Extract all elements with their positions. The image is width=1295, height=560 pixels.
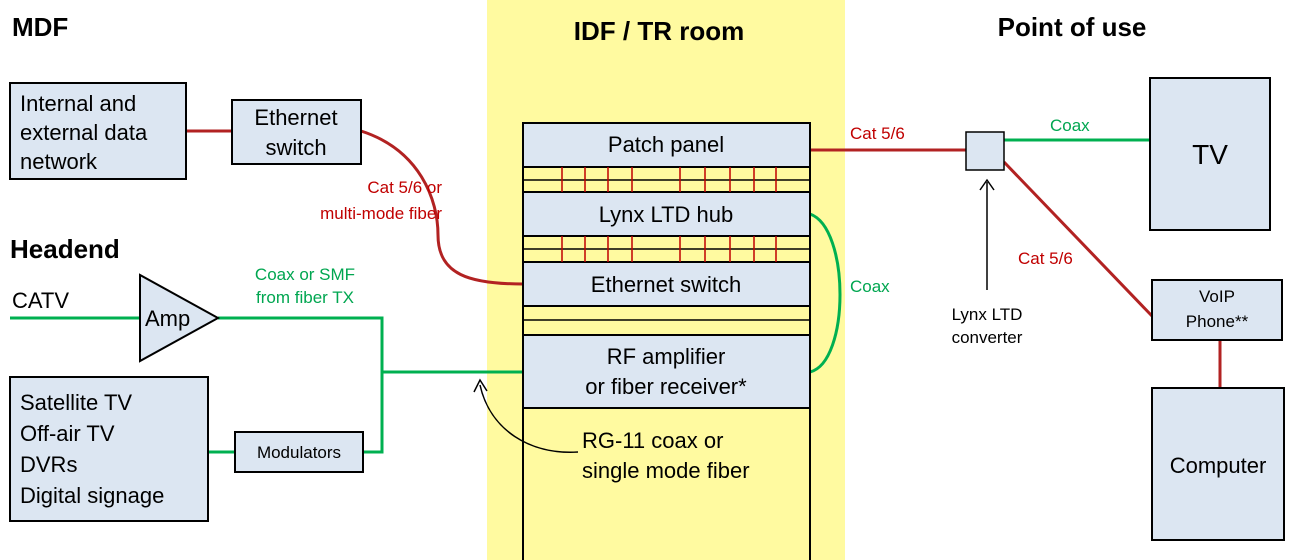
patch-panel-box xyxy=(522,122,811,168)
rf-amplifier-line-2: or fiber receiver* xyxy=(585,374,747,399)
rf-amplifier-line-1: RF amplifier xyxy=(607,344,726,369)
converter-pointer-head xyxy=(979,178,995,191)
converter-label-2: converter xyxy=(952,328,1023,347)
converter-label-1: Lynx LTD xyxy=(952,305,1023,324)
lynx-hub-box xyxy=(522,191,811,237)
voip-line-2: Phone** xyxy=(1186,312,1249,331)
label-cat-fiber-1: Cat 5/6 or xyxy=(367,178,442,197)
rg11-arrowhead xyxy=(473,378,488,393)
sources-box: Satellite TV Off-air TV DVRs Digital sig… xyxy=(9,376,209,522)
wire-mdf-to-idf xyxy=(360,129,524,286)
heading-headend: Headend xyxy=(10,234,120,264)
computer-box: Computer xyxy=(1151,387,1285,541)
amp-triangle: Amp xyxy=(139,273,221,363)
rg11-arrow xyxy=(479,384,579,453)
lynx-hub-label: Lynx LTD hub xyxy=(599,202,734,227)
modulators-box: Modulators xyxy=(234,431,364,473)
label-coax-tv: Coax xyxy=(1050,116,1090,135)
mdf-switch-line-2: switch xyxy=(265,135,326,160)
rack: Patch panel Lynx LTD hub Ethernet switch… xyxy=(522,122,811,560)
rg11-line-2: single mode fiber xyxy=(582,458,750,483)
patch-cords-lower xyxy=(561,236,777,262)
tv-box: TV xyxy=(1149,77,1271,231)
catv-label: CATV xyxy=(12,288,69,313)
lynx-converter: Lynx LTD converter xyxy=(952,131,1023,347)
label-coax-smf-2: from fiber TX xyxy=(256,288,354,307)
data-network-line-2: external data xyxy=(20,120,148,145)
label-coax-smf-1: Coax or SMF xyxy=(255,265,355,284)
rg11-line-1: RG-11 coax or xyxy=(582,428,723,453)
label-cat-fiber-2: multi-mode fiber xyxy=(320,204,442,223)
heading-idf: IDF / TR room xyxy=(574,16,744,46)
mdf-ethernet-switch-box: Ethernet switch xyxy=(231,99,362,165)
source-3: DVRs xyxy=(20,452,77,477)
label-coax-rack: Coax xyxy=(850,277,890,296)
wire-amp-combiner xyxy=(218,316,384,454)
mdf-switch-line-1: Ethernet xyxy=(254,105,337,130)
source-2: Off-air TV xyxy=(20,421,115,446)
modulators-label: Modulators xyxy=(257,443,341,462)
patch-cords-upper xyxy=(561,167,777,192)
source-1: Satellite TV xyxy=(20,390,132,415)
data-network-line-1: Internal and xyxy=(20,91,136,116)
computer-label: Computer xyxy=(1170,453,1267,478)
data-network-box: Internal and external data network xyxy=(9,82,187,180)
voip-line-1: VoIP xyxy=(1199,287,1235,306)
patch-panel-label: Patch panel xyxy=(608,132,724,157)
rf-amplifier-box xyxy=(522,334,811,409)
tv-label: TV xyxy=(1192,139,1228,170)
data-network-line-3: network xyxy=(20,149,98,174)
label-cat-voip: Cat 5/6 xyxy=(1018,249,1073,268)
heading-mdf: MDF xyxy=(12,12,68,42)
wire-converter-voip xyxy=(1002,160,1154,318)
heading-point-of-use: Point of use xyxy=(998,12,1147,42)
source-4: Digital signage xyxy=(20,483,164,508)
wire-coax-loop xyxy=(809,212,842,374)
label-cat-patch: Cat 5/6 xyxy=(850,124,905,143)
rack-ethernet-switch-box xyxy=(522,261,811,307)
amp-label: Amp xyxy=(145,306,190,331)
rack-ethernet-switch-label: Ethernet switch xyxy=(591,272,741,297)
voip-phone-box: VoIP Phone** xyxy=(1151,279,1283,341)
